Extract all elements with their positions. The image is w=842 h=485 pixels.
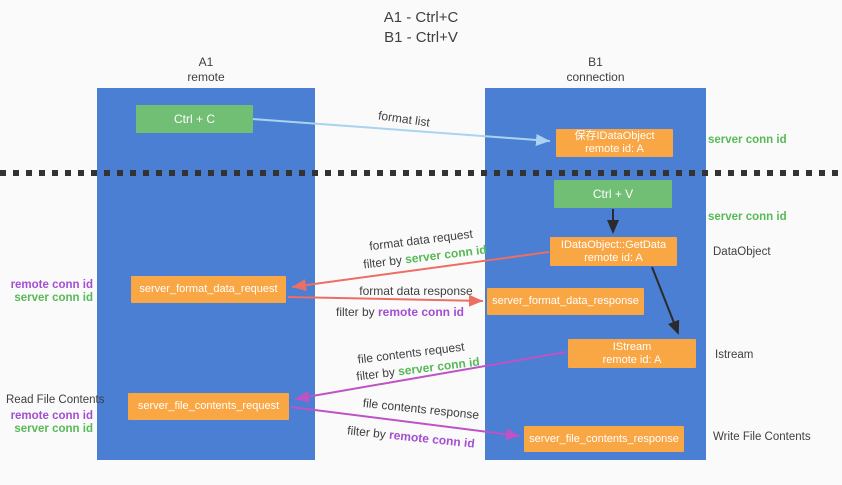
node-label-line2: remote id: A	[584, 251, 643, 264]
lane-a1-name: A1	[198, 55, 214, 69]
node-label: server_format_data_response	[492, 295, 639, 307]
label-server-conn-id: server conn id	[14, 291, 93, 304]
flow-label-format-list: format list	[377, 108, 431, 130]
label-write-file-contents: Write File Contents	[713, 431, 811, 443]
lane-header-b1: B1 connection	[485, 55, 706, 85]
node-label-line1: 保存IDataObject	[574, 130, 655, 142]
lane-a1-role: remote	[187, 70, 225, 84]
title-line-1: A1 - Ctrl+C	[383, 9, 459, 26]
filter-by-text: filter by	[335, 305, 378, 319]
label-remote-conn-id: remote conn id	[10, 279, 93, 291]
label-stack-file-request: remote conn id server conn id	[8, 410, 93, 435]
node-ctrl-v: Ctrl + V	[554, 180, 672, 208]
label-istream: Istream	[715, 349, 754, 361]
node-label: Ctrl + V	[592, 186, 634, 201]
label-server-conn-id-top: server conn id	[708, 134, 787, 146]
flow-label-filter-by-remote-1: filter by remote conn id	[336, 305, 464, 319]
node-label-line2: remote id: A	[585, 143, 644, 155]
remote-conn-id-text: remote conn id	[378, 305, 465, 319]
label-remote-conn-id: remote conn id	[10, 410, 93, 422]
node-idataobject-getdata: IDataObject::GetData remote id: A	[550, 237, 677, 266]
filter-by-text: filter by	[355, 364, 399, 384]
filter-by-text: filter by	[362, 252, 406, 272]
diagram-title: A1 - Ctrl+C B1 - Ctrl+V	[0, 8, 842, 48]
node-label: server_file_contents_request	[137, 400, 280, 412]
label-dataobject: DataObject	[713, 246, 771, 258]
label-stack-format-request: remote conn id server conn id	[8, 279, 93, 304]
node-label: Ctrl + C	[173, 111, 215, 126]
node-label: server_file_contents_response	[529, 432, 679, 445]
session-divider-dotted-line	[0, 170, 842, 176]
node-label-line1: IDataObject::GetData	[560, 238, 667, 251]
node-server-format-data-response: server_format_data_response	[487, 288, 644, 315]
flow-label-file-contents-response: file contents response	[362, 395, 480, 423]
lane-b1-name: B1	[588, 55, 603, 69]
node-istream: IStream remote id: A	[568, 339, 696, 368]
lane-header-a1: A1 remote	[97, 55, 315, 85]
label-server-conn-id-mid: server conn id	[708, 211, 787, 223]
flow-label-filter-by-remote-2: filter by remote conn id	[347, 423, 476, 450]
remote-conn-id-text: remote conn id	[388, 427, 476, 451]
title-line-2: B1 - Ctrl+V	[384, 29, 458, 46]
label-server-conn-id: server conn id	[14, 422, 93, 435]
node-label-line1: IStream	[612, 340, 652, 353]
filter-by-text: filter by	[346, 423, 390, 442]
flow-label-format-data-response: format data response	[359, 284, 473, 298]
label-read-file-contents: Read File Contents	[6, 394, 105, 406]
node-server-file-contents-response: server_file_contents_response	[524, 426, 684, 452]
node-server-format-data-request: server_format_data_request	[131, 276, 286, 303]
node-label: server_format_data_request	[139, 283, 278, 295]
node-label-line2: remote id: A	[602, 353, 662, 366]
node-save-idataobject: 保存IDataObject remote id: A	[556, 129, 673, 157]
node-ctrl-c: Ctrl + C	[136, 105, 253, 133]
node-server-file-contents-request: server_file_contents_request	[128, 393, 289, 420]
lane-b1-role: connection	[566, 70, 625, 84]
